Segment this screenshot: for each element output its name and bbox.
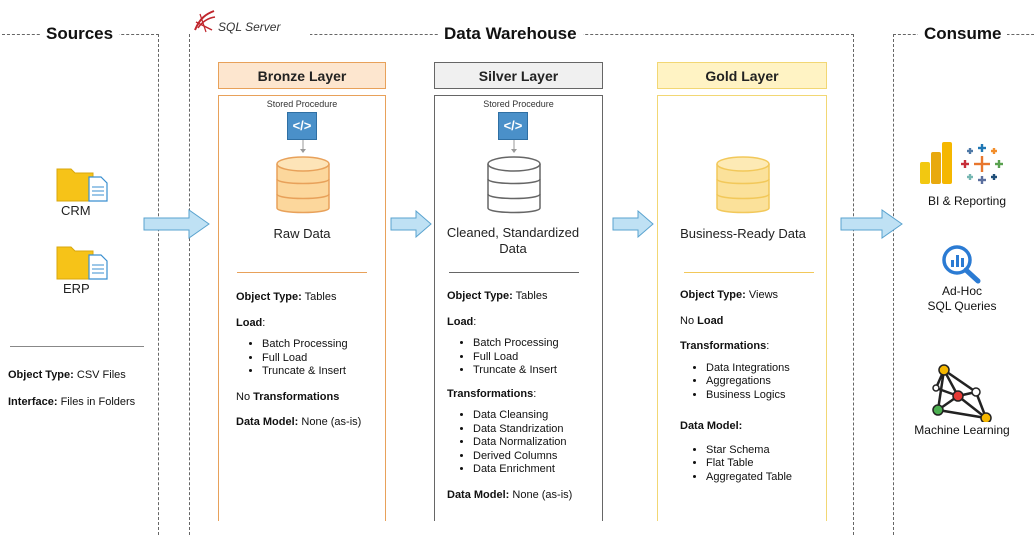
gold-separator: [684, 272, 814, 273]
erp-label: ERP: [63, 281, 90, 296]
gold-load: No Load: [680, 314, 724, 327]
silver-separator: [449, 272, 579, 273]
silver-load: Load:: [447, 315, 477, 328]
erp-source: ERP: [55, 243, 115, 303]
gold-model-list: Star Schema Flat Table Aggregated Table: [680, 444, 825, 485]
list-item: Data Normalization: [473, 436, 597, 450]
silver-layer-box: Stored Procedure </> Cleaned, Standardiz…: [434, 95, 603, 521]
gold-description: Business-Ready Data: [680, 226, 806, 241]
list-item: Aggregated Table: [706, 471, 825, 485]
adhoc-queries-label: Ad-Hoc SQL Queries: [927, 284, 997, 313]
bronze-load: Load:: [236, 316, 266, 329]
bronze-layer-header: Bronze Layer: [218, 62, 386, 89]
bronze-separator: [237, 272, 367, 273]
sources-title: Sources: [40, 24, 120, 44]
gold-layer-box: Business-Ready Data Object Type: Views N…: [657, 95, 827, 521]
list-item: Derived Columns: [473, 450, 597, 464]
object-type-key: Object Type:: [8, 369, 74, 381]
tableau-icon: [961, 144, 1003, 184]
list-item: Flat Table: [706, 457, 825, 471]
bronze-object-type: Object Type: Tables: [236, 291, 337, 303]
list-item: Truncate & Insert: [262, 365, 381, 379]
gold-layer-header: Gold Layer: [657, 62, 827, 89]
object-type-value: CSV Files: [73, 369, 126, 381]
list-item: Batch Processing: [473, 337, 597, 351]
database-icon: [276, 156, 330, 214]
warehouse-title: Data Warehouse: [438, 24, 583, 44]
down-arrow-icon: [511, 140, 517, 153]
sql-server-logo: SQL Server: [190, 6, 310, 36]
bronze-transformations: No Transformations: [236, 390, 340, 403]
list-item: Batch Processing: [262, 338, 381, 352]
code-icon: </>: [498, 112, 528, 140]
silver-info: Object Type: Tables Load: Batch Processi…: [447, 290, 597, 502]
sql-server-icon: [194, 10, 216, 33]
gold-data-model: Data Model:: [680, 420, 743, 432]
sql-server-label: SQL Server: [218, 20, 281, 34]
list-item: Truncate & Insert: [473, 364, 597, 378]
sources-separator: [10, 346, 144, 347]
interface-value: Files in Folders: [57, 396, 136, 408]
interface-key: Interface:: [8, 396, 58, 408]
silver-description: Cleaned, Standardized Data: [446, 225, 580, 256]
list-item: Business Logics: [706, 389, 825, 403]
bronze-data-model: Data Model: None (as-is): [236, 416, 362, 428]
gold-info: Object Type: Views No Load Transformatio…: [680, 289, 825, 484]
folder-file-icon: [56, 246, 108, 280]
crm-label: CRM: [61, 203, 91, 218]
arrow-silver-to-gold: [612, 210, 654, 238]
gold-object-type: Object Type: Views: [680, 289, 779, 301]
bronze-layer-box: Stored Procedure </> Raw Data Object Typ…: [218, 95, 386, 521]
arrow-gold-to-consume: [840, 209, 903, 239]
consume-title: Consume: [918, 24, 1008, 44]
gold-transform-list: Data Integrations Aggregations Business …: [680, 362, 825, 403]
machine-learning-label: Machine Learning: [914, 423, 1010, 437]
bronze-description: Raw Data: [273, 226, 331, 241]
list-item: Data Integrations: [706, 362, 825, 376]
silver-object-type: Object Type: Tables: [447, 290, 548, 302]
sources-object-type: Object Type: CSV Files: [8, 369, 126, 383]
silver-transform-list: Data Cleansing Data Standrization Data N…: [447, 409, 597, 477]
list-item: Aggregations: [706, 375, 825, 389]
database-icon: [716, 156, 770, 214]
arrow-sources-to-bronze: [143, 209, 210, 239]
list-item: Full Load: [262, 352, 381, 366]
bronze-info: Object Type: Tables Load: Batch Processi…: [236, 291, 381, 430]
silver-transformations: Transformations:: [447, 387, 537, 400]
stored-procedure-label: Stored Procedure: [483, 99, 554, 109]
list-item: Data Standrization: [473, 423, 597, 437]
power-bi-icon: [920, 142, 952, 184]
list-item: Star Schema: [706, 444, 825, 458]
sources-interface: Interface: Files in Folders: [8, 396, 135, 410]
crm-source: CRM: [55, 165, 115, 225]
silver-load-list: Batch Processing Full Load Truncate & In…: [447, 337, 597, 378]
list-item: Data Cleansing: [473, 409, 597, 423]
bronze-load-list: Batch Processing Full Load Truncate & In…: [236, 338, 381, 379]
folder-file-icon: [56, 168, 108, 202]
arrow-bronze-to-silver: [390, 210, 432, 238]
list-item: Full Load: [473, 351, 597, 365]
database-icon: [487, 156, 541, 214]
silver-layer-header: Silver Layer: [434, 62, 603, 89]
gold-transformations: Transformations:: [680, 340, 770, 352]
network-graph-icon: [932, 364, 992, 422]
stored-procedure-label: Stored Procedure: [266, 99, 338, 109]
search-analytics-icon: [942, 245, 981, 284]
code-icon: </>: [287, 112, 317, 140]
list-item: Data Enrichment: [473, 463, 597, 477]
down-arrow-icon: [300, 140, 306, 153]
bi-reporting-label: BI & Reporting: [927, 194, 1007, 208]
silver-data-model: Data Model: None (as-is): [447, 488, 573, 501]
